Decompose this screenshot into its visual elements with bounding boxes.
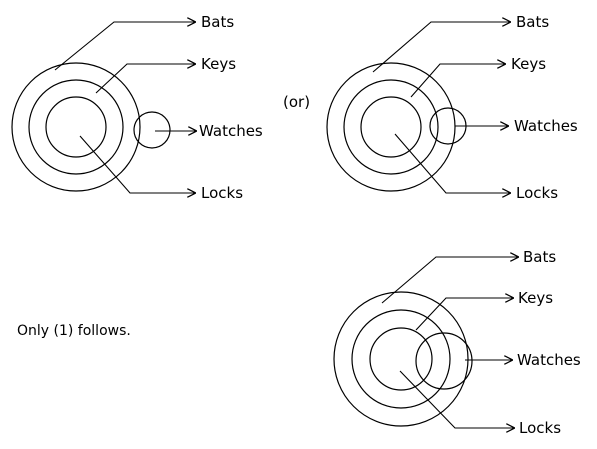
keys-circle	[28, 79, 124, 175]
bats-circle	[333, 291, 469, 427]
label-locks: Locks	[201, 184, 243, 202]
keys-circle	[343, 79, 439, 175]
locks-circle	[369, 327, 433, 391]
label-bats: Bats	[523, 248, 556, 266]
keys-pointer	[95, 64, 195, 94]
bats-pointer	[372, 22, 510, 73]
locks-circle	[360, 96, 422, 158]
locks-pointer	[399, 370, 514, 428]
or-separator: (or)	[283, 93, 310, 111]
label-watches: Watches	[514, 117, 578, 135]
locks-circle	[45, 96, 107, 158]
label-locks: Locks	[519, 419, 561, 437]
keys-pointer	[415, 298, 513, 331]
conclusion-text: Only (1) follows.	[17, 323, 131, 339]
label-bats: Bats	[516, 13, 549, 31]
keys-circle	[351, 309, 451, 409]
label-keys: Keys	[201, 55, 236, 73]
diagram-1: Bats Keys Watches Locks	[11, 13, 263, 202]
label-watches: Watches	[199, 122, 263, 140]
locks-pointer	[79, 135, 195, 193]
diagram-3: Bats Keys Watches Locks	[333, 248, 581, 437]
diagram-2: Bats Keys Watches Locks	[326, 13, 578, 202]
bats-circle	[326, 62, 456, 192]
bats-pointer	[54, 22, 195, 71]
label-locks: Locks	[516, 184, 558, 202]
label-keys: Keys	[511, 55, 546, 73]
label-bats: Bats	[201, 13, 234, 31]
bats-pointer	[381, 257, 518, 304]
label-keys: Keys	[518, 289, 553, 307]
label-watches: Watches	[517, 351, 581, 369]
locks-pointer	[394, 133, 510, 193]
watches-circle	[415, 332, 473, 390]
bats-circle	[11, 62, 141, 192]
keys-pointer	[410, 64, 505, 98]
watches-circle	[133, 111, 171, 149]
